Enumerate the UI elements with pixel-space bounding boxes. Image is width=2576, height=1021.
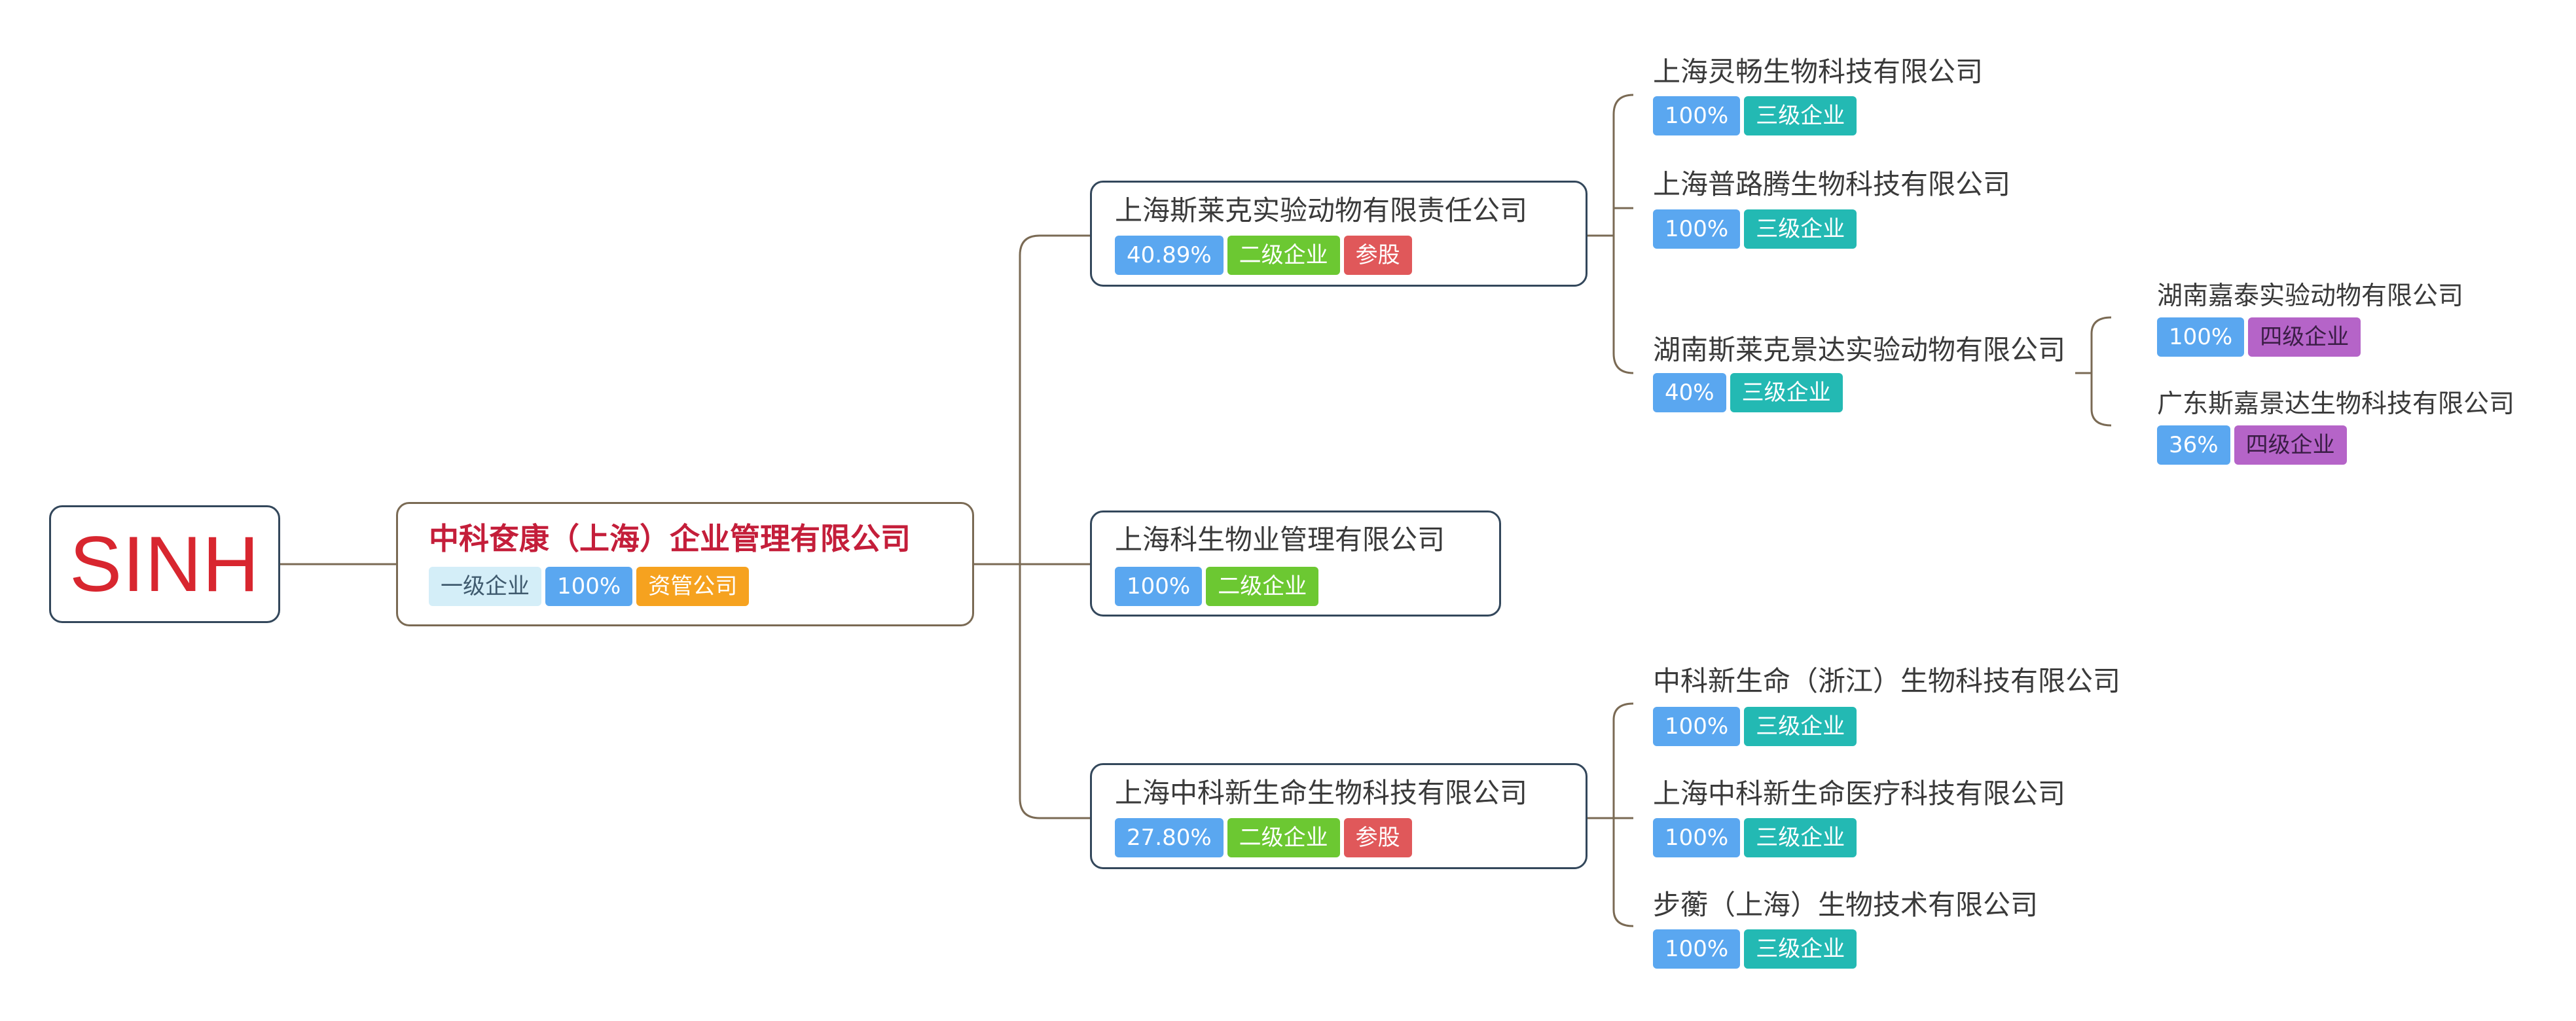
level3-tags: 100% 三级企业: [1653, 209, 1857, 249]
level3-name[interactable]: 中科新生命（浙江）生物科技有限公司: [1653, 665, 2121, 697]
level-tag: 三级企业: [1744, 209, 1857, 249]
connector: [1019, 798, 1090, 819]
level3-tags: 100% 三级企业: [1653, 96, 1857, 135]
share-tag: 40.89%: [1115, 236, 1224, 275]
type-tag: 资管公司: [636, 567, 750, 606]
level4-name[interactable]: 广东斯嘉景达生物科技有限公司: [2157, 389, 2515, 419]
share-tag: 100%: [1653, 209, 1741, 249]
level2-name: 上海斯莱克实验动物有限责任公司: [1115, 194, 1528, 226]
level4-name[interactable]: 湖南嘉泰实验动物有限公司: [2157, 281, 2464, 311]
share-tag: 40%: [1653, 373, 1726, 412]
level2-name: 上海科生物业管理有限公司: [1115, 524, 1445, 556]
level2-tags: 40.89% 二级企业 参股: [1115, 236, 1412, 275]
level1-name: 中科奁康（上海）企业管理有限公司: [429, 521, 911, 556]
type-tag: 参股: [1343, 818, 1412, 857]
level3-tags: 40% 三级企业: [1653, 373, 1843, 412]
level3-name[interactable]: 上海灵畅生物科技有限公司: [1653, 56, 1984, 88]
level-tag: 三级企业: [1744, 707, 1857, 746]
connector: [1612, 353, 1634, 374]
share-tag: 36%: [2157, 425, 2230, 465]
root-label: SINH: [69, 520, 260, 608]
share-tag: 100%: [1653, 818, 1741, 857]
level4-tags: 100% 四级企业: [2157, 317, 2361, 357]
level3-tags: 100% 三级企业: [1653, 707, 1857, 746]
level3-name[interactable]: 上海中科新生命医疗科技有限公司: [1653, 778, 2066, 810]
share-tag: 100%: [1115, 567, 1203, 606]
root-node[interactable]: SINH: [49, 505, 280, 623]
level-tag: 三级企业: [1744, 818, 1857, 857]
level-tag: 三级企业: [1744, 96, 1857, 135]
level3-name[interactable]: 上海普路腾生物科技有限公司: [1653, 168, 2011, 200]
level-tag: 二级企业: [1206, 567, 1319, 606]
level-tag: 一级企业: [429, 567, 541, 606]
level-tag: 二级企业: [1227, 236, 1340, 275]
share-tag: 100%: [2157, 317, 2245, 357]
connector: [2090, 408, 2112, 427]
level-tag: 二级企业: [1227, 818, 1340, 857]
connector: [1612, 909, 1634, 927]
level3-tags: 100% 三级企业: [1653, 818, 1857, 857]
level2-name: 上海中科新生命生物科技有限公司: [1115, 777, 1528, 809]
level3-name[interactable]: 湖南斯莱克景达实验动物有限公司: [1653, 334, 2066, 366]
type-tag: 参股: [1343, 236, 1412, 275]
connector: [1019, 234, 1090, 256]
share-tag: 100%: [1653, 707, 1741, 746]
level2-tags: 27.80% 二级企业 参股: [1115, 818, 1412, 857]
level-tag: 四级企业: [2234, 425, 2347, 465]
level1-tags: 一级企业 100% 资管公司: [429, 567, 750, 606]
share-tag: 27.80%: [1115, 818, 1224, 857]
level2-tags: 100% 二级企业: [1115, 567, 1319, 606]
level-tag: 四级企业: [2248, 317, 2361, 357]
level4-tags: 36% 四级企业: [2157, 425, 2347, 465]
level3-name[interactable]: 步蘅（上海）生物技术有限公司: [1653, 889, 2039, 921]
level-tag: 三级企业: [1744, 929, 1857, 969]
level-tag: 三级企业: [1730, 373, 1843, 412]
share-tag: 100%: [1653, 96, 1741, 135]
level3-tags: 100% 三级企业: [1653, 929, 1857, 969]
connector: [2090, 316, 2112, 334]
connector: [1612, 702, 1634, 721]
share-tag: 100%: [545, 567, 633, 606]
connector: [1612, 94, 1634, 115]
share-tag: 100%: [1653, 929, 1741, 969]
